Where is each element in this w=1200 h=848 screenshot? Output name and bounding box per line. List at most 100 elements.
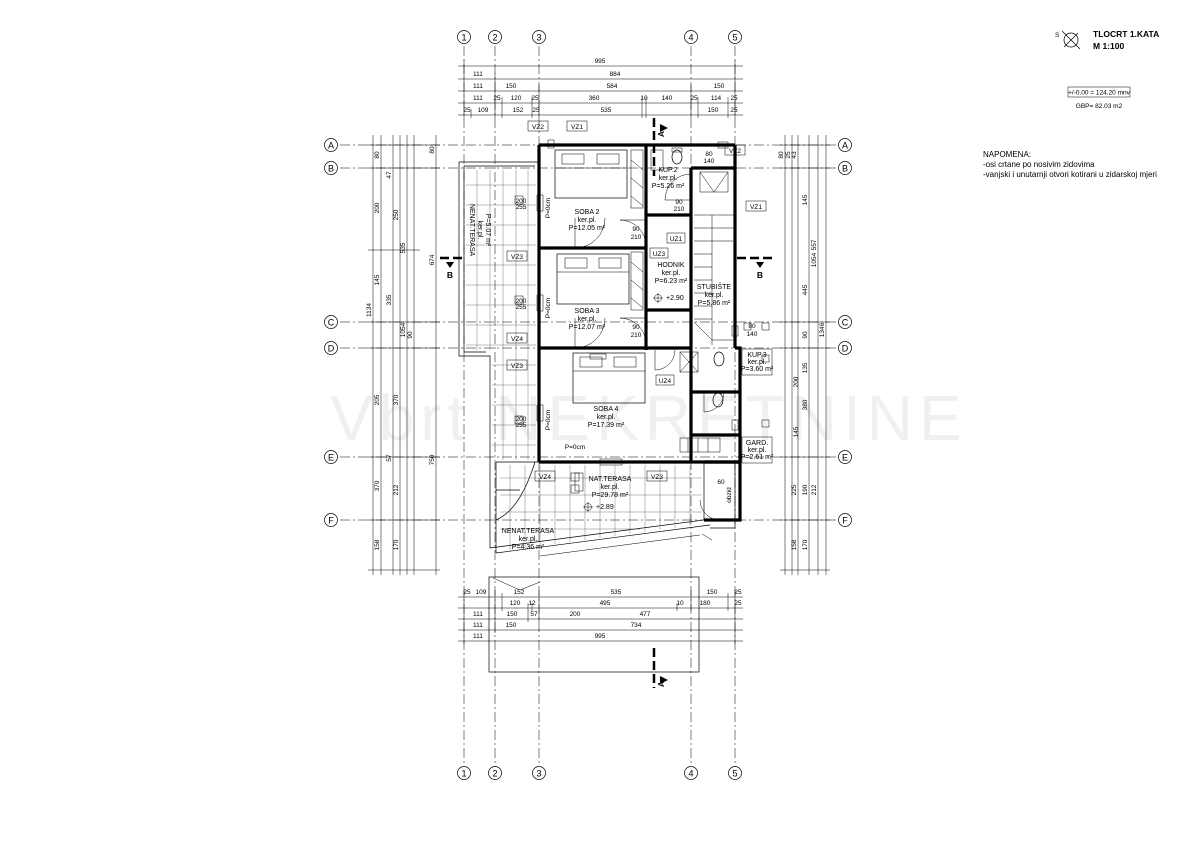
- bed-soba4: [572, 352, 646, 404]
- svg-text:90: 90: [632, 226, 640, 233]
- svg-text:884: 884: [610, 71, 621, 78]
- axis-bubble-1-bottom: 1: [457, 766, 471, 780]
- svg-text:3: 3: [536, 769, 541, 779]
- svg-text:80: 80: [778, 151, 785, 159]
- room-nenat-terasa-low: NENAT.TERASA ker.pl. P=4.36 m²: [502, 528, 555, 551]
- svg-text:A: A: [328, 141, 334, 151]
- svg-text:B: B: [842, 164, 848, 174]
- svg-text:ker.pl.: ker.pl.: [476, 221, 483, 240]
- axis-bubble-1-top: 1: [457, 30, 471, 44]
- svg-text:43: 43: [791, 151, 798, 159]
- svg-text:3: 3: [536, 33, 541, 43]
- sheet-scale: M 1:100: [1093, 41, 1124, 51]
- svg-text:90: 90: [632, 324, 640, 331]
- svg-text:P=0cm: P=0cm: [545, 198, 552, 218]
- svg-text:535: 535: [601, 107, 612, 114]
- room-kup3: KUP.3 ker.pl. P=3.60 m²: [741, 348, 774, 376]
- svg-text:5: 5: [732, 769, 737, 779]
- axis-bubble-4-top: 4: [684, 30, 698, 44]
- svg-text:NENAT.TERASA: NENAT.TERASA: [502, 528, 555, 535]
- svg-text:25: 25: [785, 151, 792, 159]
- axis-bubble-5-bottom: 5: [728, 766, 742, 780]
- svg-text:A: A: [842, 141, 848, 151]
- svg-text:120: 120: [511, 95, 522, 102]
- axis-bubble-2-top: 2: [488, 30, 502, 44]
- north-arrow-icon: S: [1055, 30, 1081, 50]
- svg-text:E: E: [328, 453, 334, 463]
- svg-text:111: 111: [473, 633, 483, 640]
- svg-text:P=0cm: P=0cm: [565, 444, 585, 451]
- svg-text:1346: 1346: [819, 322, 826, 337]
- svg-text:P=29.78 m²: P=29.78 m²: [592, 492, 629, 499]
- staircase: [693, 214, 735, 345]
- svg-text:A: A: [656, 131, 666, 137]
- svg-text:370: 370: [393, 394, 400, 405]
- sheet-title: TLOCRT 1.KATA: [1093, 29, 1159, 39]
- svg-text:225: 225: [791, 484, 798, 495]
- svg-text:12: 12: [528, 600, 536, 607]
- svg-text:4: 4: [688, 33, 693, 43]
- svg-text:B: B: [447, 270, 453, 280]
- tag-vz1-right: VZ1: [750, 204, 762, 211]
- tag-vz4-side: VZ4: [511, 336, 523, 343]
- room-kup2: KUP.2 ker.pl. P=5.26 m²: [652, 167, 685, 190]
- svg-text:P=12.05 m²: P=12.05 m²: [569, 225, 606, 232]
- svg-text:1134: 1134: [366, 303, 373, 317]
- svg-text:150: 150: [714, 83, 725, 90]
- svg-text:ker.pl.: ker.pl.: [578, 316, 597, 323]
- svg-text:57: 57: [530, 611, 538, 618]
- svg-text:ker.pl.: ker.pl.: [662, 270, 681, 277]
- notes-line-2: -vanjski i unutarnji otvori kotirani u z…: [983, 170, 1157, 179]
- svg-text:B: B: [328, 164, 334, 174]
- svg-text:25: 25: [734, 600, 742, 607]
- svg-text:152: 152: [514, 589, 525, 596]
- tag-uz4: UZ4: [659, 378, 672, 385]
- svg-text:109: 109: [476, 589, 487, 596]
- svg-text:80: 80: [374, 151, 381, 159]
- axis-bubble-C-right: C: [838, 315, 852, 329]
- svg-text:obzid: obzid: [726, 487, 733, 503]
- svg-text:210: 210: [631, 332, 642, 339]
- svg-text:D: D: [842, 344, 849, 354]
- room-soba4: SOBA 4 ker.pl. P=17.39 m²: [588, 406, 625, 429]
- svg-text:80: 80: [748, 323, 756, 330]
- svg-text:205: 205: [374, 394, 381, 405]
- svg-text:GARD.: GARD.: [746, 440, 768, 447]
- notes-line-1: -osi crtane po nosivim zidovima: [983, 160, 1095, 169]
- svg-text:674: 674: [429, 254, 436, 265]
- svg-text:ker.pl.: ker.pl.: [705, 292, 724, 299]
- tag-vz2-top: VZ2: [532, 124, 544, 131]
- tag-uz3: UZ3: [653, 251, 666, 258]
- svg-text:200: 200: [516, 416, 527, 423]
- svg-text:KUP.2: KUP.2: [658, 167, 677, 174]
- svg-text:120: 120: [510, 600, 521, 607]
- axis-bubble-D-left: D: [324, 341, 338, 355]
- roof-canopy: [488, 576, 700, 673]
- svg-text:NAT.TERASA: NAT.TERASA: [589, 476, 632, 483]
- gross-area: GBP= 82.03 m2: [1076, 103, 1123, 110]
- tag-vz1-top: VZ1: [571, 124, 583, 131]
- svg-text:210: 210: [631, 234, 642, 241]
- svg-text:180: 180: [700, 600, 711, 607]
- svg-text:145: 145: [802, 194, 809, 205]
- svg-text:111: 111: [473, 622, 483, 629]
- svg-text:200: 200: [374, 202, 381, 213]
- svg-text:ker.pl.: ker.pl.: [748, 447, 767, 454]
- svg-text:ker.pl.: ker.pl.: [578, 217, 597, 224]
- svg-text:A: A: [656, 681, 666, 687]
- svg-text:25: 25: [463, 589, 471, 596]
- svg-text:145: 145: [793, 426, 800, 437]
- svg-text:255: 255: [516, 204, 527, 211]
- svg-text:152: 152: [513, 107, 524, 114]
- svg-text:80: 80: [705, 151, 713, 158]
- tag-uz1: UZ1: [670, 236, 683, 243]
- opening-annotations: P=0cm P=0cm P=0cm P=0cm 90 210 90 210 90…: [516, 151, 758, 503]
- svg-text:370: 370: [374, 480, 381, 491]
- svg-text:360: 360: [589, 95, 600, 102]
- svg-text:150: 150: [506, 83, 517, 90]
- svg-text:90: 90: [675, 199, 683, 206]
- svg-text:150: 150: [507, 611, 518, 618]
- svg-text:111: 111: [473, 611, 483, 618]
- svg-text:2: 2: [492, 769, 497, 779]
